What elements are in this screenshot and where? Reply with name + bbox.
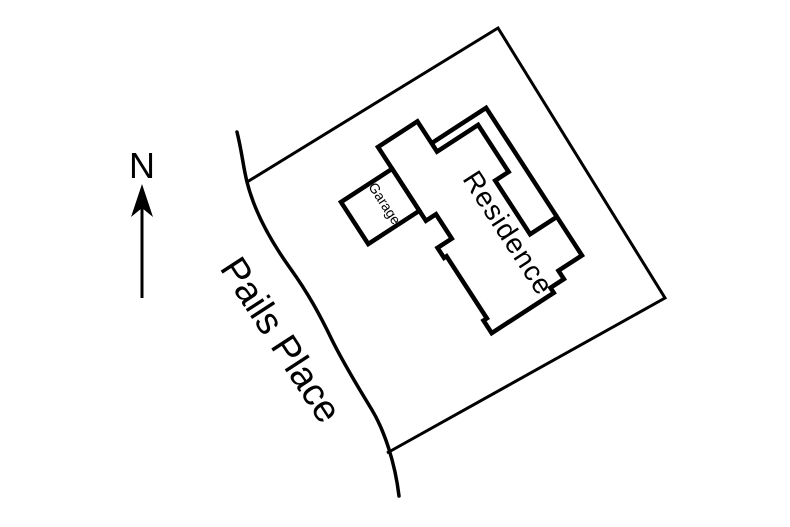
residence-label: Residence <box>457 165 560 300</box>
residence-outline <box>374 118 586 337</box>
buildings-group: Residence Garage <box>337 104 586 337</box>
street-label: Pails Place <box>211 250 349 431</box>
north-label: N <box>129 145 155 186</box>
garage-outline <box>337 165 423 248</box>
garage-label: Garage <box>365 179 404 227</box>
residence-annex-line <box>430 104 559 219</box>
north-arrow: N <box>129 145 155 298</box>
north-arrow-head <box>131 184 153 217</box>
property-boundary <box>246 25 668 455</box>
